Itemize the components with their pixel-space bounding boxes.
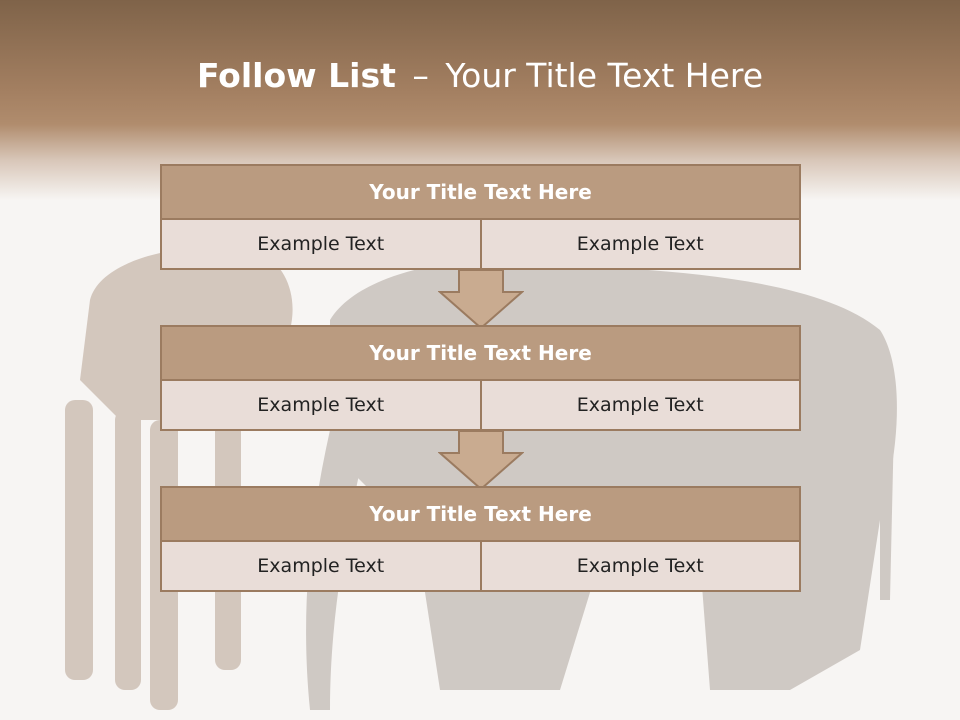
title-rest: Your Title Text Here <box>445 56 764 95</box>
block-heading: Your Title Text Here <box>160 164 801 220</box>
block-cell-left: Example Text <box>257 233 385 255</box>
list-block-1: Your Title Text Here Example Text Exampl… <box>160 164 801 270</box>
list-block-3: Your Title Text Here Example Text Exampl… <box>160 486 801 592</box>
block-heading: Your Title Text Here <box>160 486 801 542</box>
block-row: Example Text Example Text <box>160 542 801 592</box>
block-cell-right: Example Text <box>479 220 800 268</box>
block-cell-left: Example Text <box>257 555 385 577</box>
block-cell-right: Example Text <box>479 542 800 590</box>
block-row: Example Text Example Text <box>160 381 801 431</box>
block-row: Example Text Example Text <box>160 220 801 270</box>
title-bold-part: Follow List <box>196 56 396 95</box>
slide-title: Follow List – Your Title Text Here <box>0 56 960 96</box>
down-arrow-icon <box>438 431 524 491</box>
block-heading: Your Title Text Here <box>160 325 801 381</box>
block-cell-left: Example Text <box>257 394 385 416</box>
down-arrow-icon <box>438 270 524 330</box>
title-separator: – <box>412 56 429 95</box>
block-cell-right: Example Text <box>479 381 800 429</box>
list-block-2: Your Title Text Here Example Text Exampl… <box>160 325 801 431</box>
